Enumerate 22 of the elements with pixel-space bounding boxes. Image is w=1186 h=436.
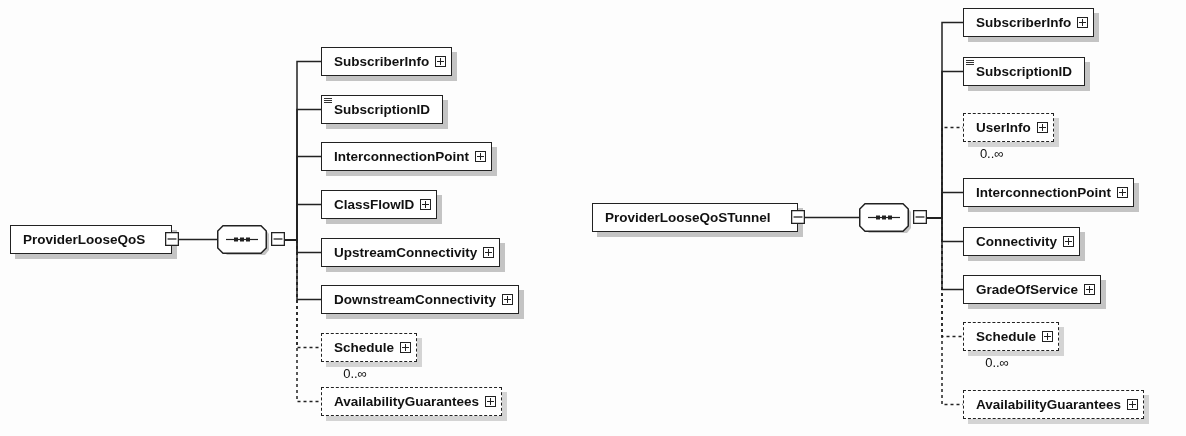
multiplicity-label: 0..∞ [979, 146, 1004, 161]
element-name: DownstreamConnectivity [334, 292, 497, 307]
element-name: InterconnectionPoint [976, 185, 1111, 200]
element-name: Schedule [976, 329, 1037, 344]
element-name: SubscriptionID [976, 64, 1072, 79]
element-name: SubscriberInfo [334, 54, 430, 69]
connector-line [284, 239, 322, 403]
element-name: UpstreamConnectivity [334, 245, 478, 260]
element-name: SubscriberInfo [976, 15, 1072, 30]
element-name: ProviderLooseQoS [23, 232, 146, 247]
element-name: Schedule [334, 340, 395, 355]
element-name: InterconnectionPoint [334, 149, 469, 164]
multiplicity-label: 0..∞ [343, 366, 367, 381]
element-name: SubscriptionID [334, 102, 430, 117]
element-name: ProviderLooseQoSTunnel [605, 210, 771, 225]
element-name: AvailabilityGuarantees [334, 394, 480, 409]
element-name: Connectivity [976, 234, 1057, 249]
element-name: UserInfo [976, 120, 1031, 135]
element-name: GradeOfService [976, 282, 1079, 297]
multiplicity-label: 0..∞ [985, 355, 1009, 370]
element-name: ClassFlowID [334, 197, 415, 212]
element-name: AvailabilityGuarantees [976, 397, 1122, 412]
